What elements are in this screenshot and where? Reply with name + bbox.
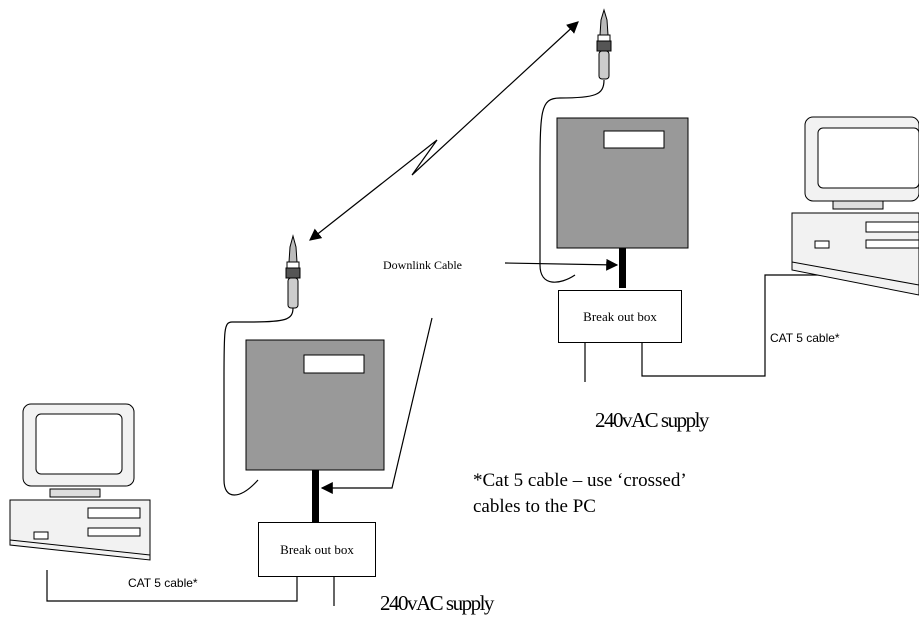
cat5-cable-left [46, 570, 298, 602]
antenna-icon [596, 8, 612, 80]
unit-mast-left [312, 470, 319, 522]
radio-unit-icon [556, 117, 689, 249]
cat5-cable-left-label: CAT 5 cable* [128, 576, 198, 590]
unit-mast-right [619, 248, 626, 288]
breakout-box-right-label: Break out box [583, 308, 657, 324]
cat5-note-line2: cables to the PC [473, 496, 596, 517]
antenna-cable-right [539, 79, 605, 283]
breakout-box-left: Break out box [258, 522, 376, 577]
breakout-box-left-label: Break out box [280, 541, 354, 557]
breakout-box-right: Break out box [558, 290, 682, 343]
desktop-computer-icon [791, 116, 919, 296]
antenna-cable-left [223, 307, 294, 496]
wireless-link-arrow [309, 21, 579, 241]
cat5-note-line1: *Cat 5 cable – use ‘crossed’ [473, 470, 687, 491]
downlink-pointer-left [320, 317, 433, 494]
downlink-pointer-right [504, 258, 619, 271]
cat5-cable-right-label: CAT 5 cable* [770, 331, 840, 345]
radio-unit-icon [245, 339, 385, 471]
downlink-cable-label: Downlink Cable [383, 258, 462, 272]
supply-right-label: 240vAC supply [595, 408, 709, 432]
antenna-icon [285, 234, 301, 309]
desktop-computer-icon [9, 403, 151, 561]
supply-left-label: 240vAC supply [380, 591, 494, 615]
cat5-cable-right [641, 274, 835, 377]
cat5-note: *Cat 5 cable – use ‘crossed’ cables to t… [473, 468, 687, 520]
